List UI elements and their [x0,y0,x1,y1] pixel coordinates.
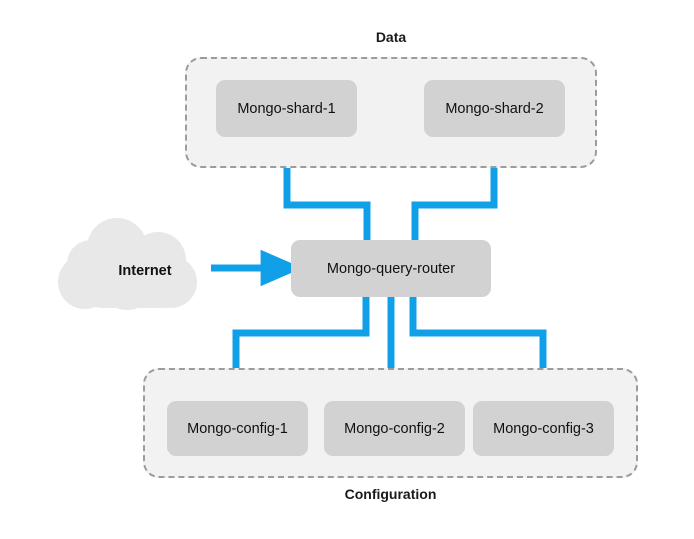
node-mongo-query-router[interactable]: Mongo-query-router [291,240,491,297]
node-mongo-shard-1[interactable]: Mongo-shard-1 [216,80,357,137]
cloud-label: Internet [118,263,172,279]
node-mongo-shard-2[interactable]: Mongo-shard-2 [424,80,565,137]
node-mongo-config-2[interactable]: Mongo-config-2 [324,401,465,456]
node-mongo-config-3[interactable]: Mongo-config-3 [473,401,614,456]
node-mongo-config-1[interactable]: Mongo-config-1 [167,401,308,456]
connector-shard-1-to-router [283,133,371,243]
group-label-data: Data [375,29,407,45]
connector-shard-2-to-router [411,133,498,243]
cloud-icon [58,218,197,310]
group-label-configuration: Configuration [344,486,437,502]
